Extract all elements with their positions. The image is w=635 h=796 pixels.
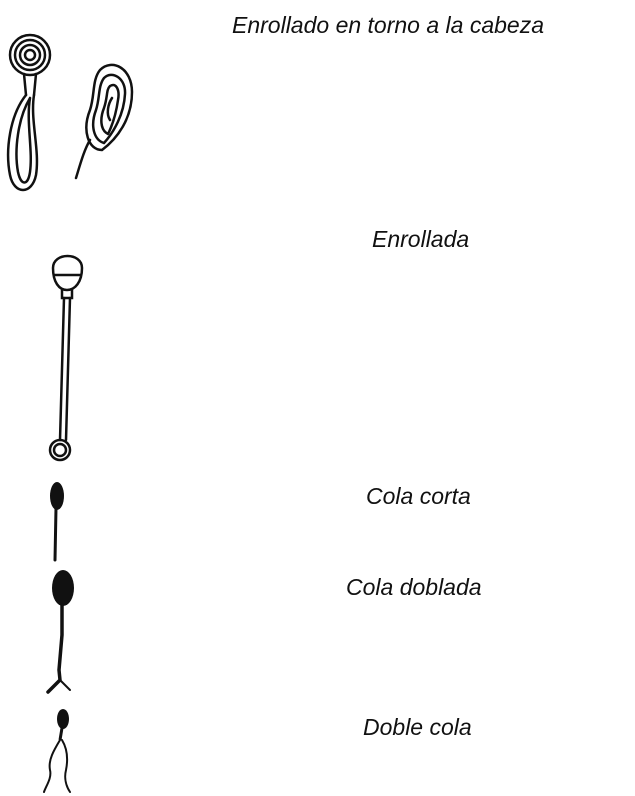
- short-tail-sperm: [50, 482, 64, 560]
- double-tail-sperm: [44, 709, 70, 792]
- coiled-tail-sperm: [50, 256, 82, 460]
- bent-tail-sperm: [48, 570, 74, 692]
- coiled-around-head-sperm: [8, 35, 132, 190]
